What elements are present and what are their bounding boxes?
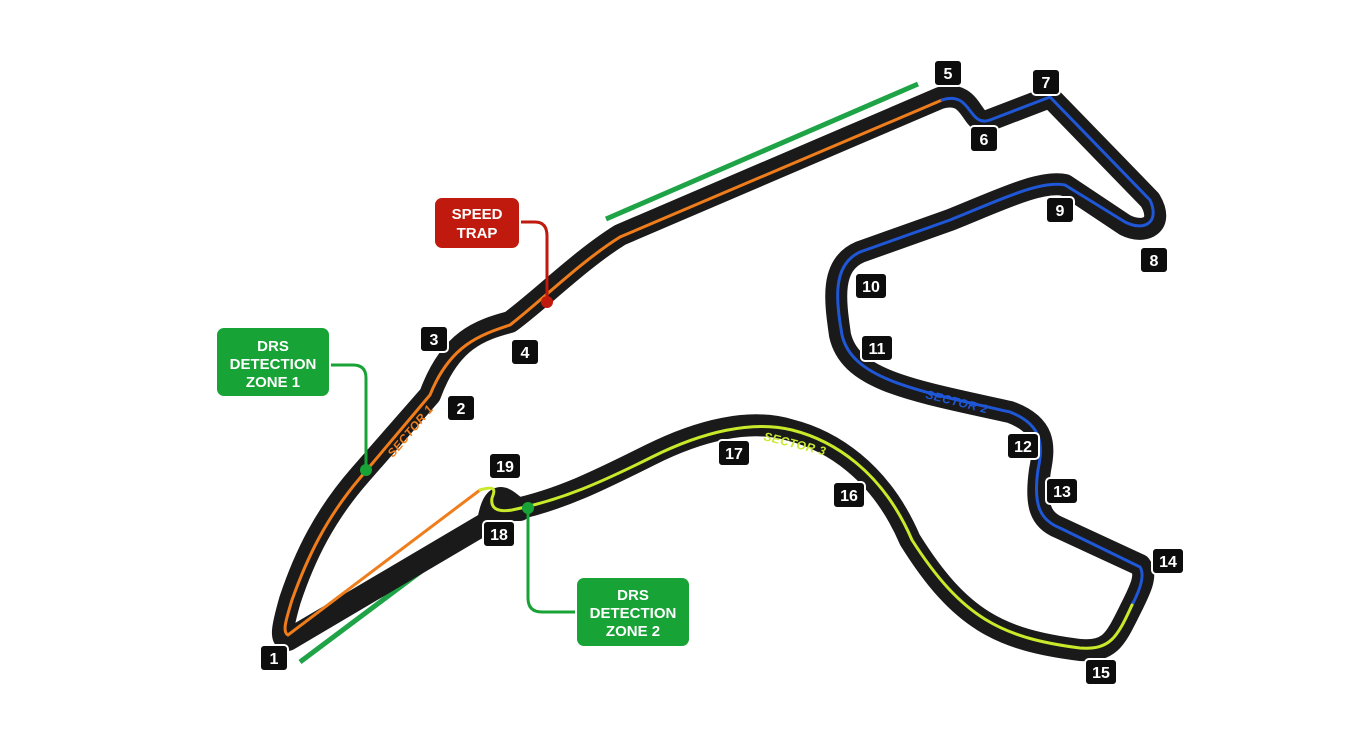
drs-zone-1-line [605, 81, 919, 222]
turn-marker-14: 14 [1151, 547, 1185, 575]
drs-detection-2-line1: DRS [617, 587, 649, 604]
svg-text:1: 1 [270, 651, 279, 668]
turn-marker-1: 1 [259, 644, 289, 672]
sector-3-line [478, 424, 1134, 650]
speed-trap-line2: TRAP [457, 225, 498, 242]
turn-marker-17: 17 [717, 439, 751, 467]
svg-text:10: 10 [862, 279, 880, 296]
drs-detection-1-line2: DETECTION [230, 356, 317, 373]
turn-marker-12: 12 [1006, 432, 1040, 460]
svg-text:9: 9 [1056, 203, 1065, 220]
svg-text:8: 8 [1150, 253, 1159, 270]
speed-trap-leader-line [520, 220, 549, 302]
speed-trap-badge [433, 196, 521, 250]
turn-marker-5: 5 [933, 59, 963, 87]
drs-detection-zone-2-callout: DRS DETECTION ZONE 2 [522, 502, 691, 648]
sector-1-line [283, 98, 944, 637]
drs-detection-1-line1: DRS [257, 338, 289, 355]
turn-marker-13: 13 [1045, 477, 1079, 505]
drs-detection-2-leader-line [526, 508, 576, 614]
svg-text:7: 7 [1042, 75, 1051, 92]
turn-marker-16: 16 [832, 481, 866, 509]
svg-text:17: 17 [725, 446, 743, 463]
speed-trap-callout: SPEED TRAP [433, 196, 553, 308]
svg-text:13: 13 [1053, 484, 1071, 501]
sector-2-line [836, 95, 1155, 607]
svg-text:11: 11 [869, 341, 886, 358]
drs-detection-1-leader-line [330, 363, 368, 470]
svg-text:15: 15 [1092, 665, 1110, 682]
drs-detection-1-marker [360, 464, 372, 476]
turn-marker-6: 6 [969, 125, 999, 153]
turn-marker-8: 8 [1139, 246, 1169, 274]
turn-marker-19: 19 [488, 452, 522, 480]
drs-detection-2-line2: DETECTION [590, 605, 677, 622]
svg-text:3: 3 [430, 332, 439, 349]
svg-text:18: 18 [490, 527, 508, 544]
turn-marker-10: 10 [854, 272, 888, 300]
speed-trap-marker [541, 296, 553, 308]
svg-text:2: 2 [457, 401, 466, 418]
speed-trap-line1: SPEED [452, 206, 503, 223]
svg-text:12: 12 [1014, 439, 1032, 456]
drs-detection-1-line3: ZONE 1 [246, 374, 300, 391]
turn-marker-18: 18 [482, 520, 516, 548]
turn-marker-11: 11 [860, 334, 894, 362]
svg-text:16: 16 [840, 488, 858, 505]
drs-detection-1-badge [215, 326, 331, 398]
svg-text:6: 6 [980, 132, 989, 149]
turn-marker-3: 3 [419, 325, 449, 353]
track-surface [272, 85, 1167, 662]
drs-detection-zone-1-callout: DRS DETECTION ZONE 1 [215, 326, 372, 476]
drs-detection-2-marker [522, 502, 534, 514]
turn-marker-9: 9 [1045, 196, 1075, 224]
svg-text:19: 19 [496, 459, 514, 476]
svg-text:14: 14 [1159, 554, 1177, 571]
svg-text:4: 4 [521, 345, 530, 362]
svg-text:5: 5 [944, 66, 953, 83]
turn-marker-15: 15 [1084, 658, 1118, 686]
turn-marker-7: 7 [1031, 68, 1061, 96]
turn-marker-4: 4 [510, 338, 540, 366]
drs-detection-2-line3: ZONE 2 [606, 623, 660, 640]
drs-detection-2-badge [575, 576, 691, 648]
turn-marker-2: 2 [446, 394, 476, 422]
